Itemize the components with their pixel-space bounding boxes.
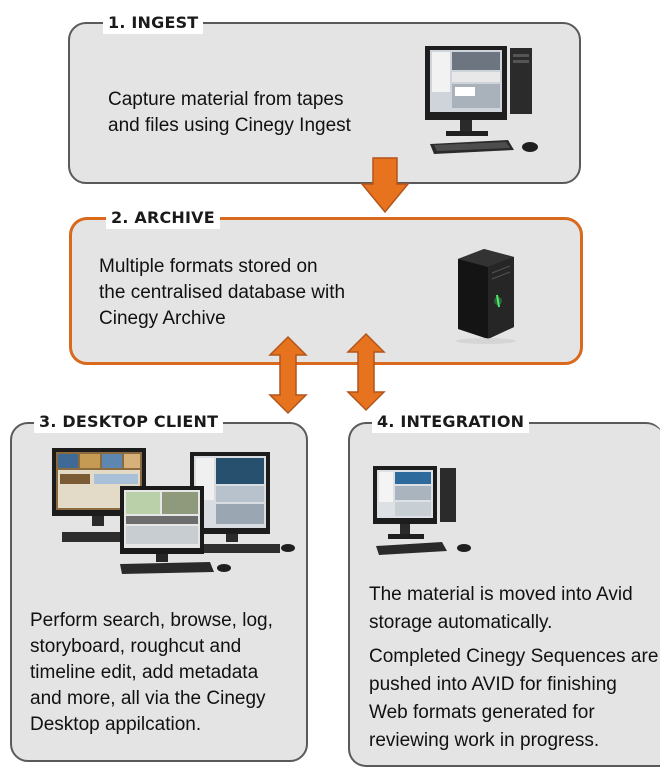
archive-desktop-double-arrow	[268, 335, 308, 415]
integration-line: storage automatically.	[369, 612, 553, 633]
integration-line: pushed into AVID for finishing	[369, 674, 617, 695]
desktop-client-line: storyboard, roughcut and	[30, 636, 242, 657]
desktop-client-line: Desktop appilcation.	[30, 714, 202, 735]
integration-line: Completed Cinegy Sequences are	[369, 646, 659, 667]
desktop-computer-icon	[425, 46, 538, 154]
multiple-workstations-icon	[52, 448, 295, 574]
archive-line: the centralised database with	[99, 282, 346, 303]
desktop-client-line: timeline edit, add metadata	[30, 662, 259, 683]
desktop-client-title: 3. DESKTOP CLIENT	[34, 411, 224, 433]
ingest-to-archive-arrow	[360, 157, 410, 214]
archive-line: Multiple formats stored on	[99, 256, 318, 277]
archive-integration-double-arrow	[346, 332, 386, 412]
archive-title: 2. ARCHIVE	[106, 207, 220, 229]
archive-description: Multiple formats stored on the centralis…	[99, 254, 345, 332]
ingest-description: Capture material from tapes and files us…	[108, 87, 351, 139]
desktop-client-line: and more, all via the Cinegy	[30, 688, 266, 709]
desktop-client-description: Perform search, browse, log, storyboard,…	[30, 608, 273, 738]
ingest-title: 1. INGEST	[103, 12, 204, 34]
integration-line: reviewing work in progress.	[369, 730, 600, 751]
integration-description: The material is moved into Avid storage …	[369, 581, 658, 755]
integration-line: Web formats generated for	[369, 702, 595, 723]
desktop-client-line: Perform search, browse, log,	[30, 610, 273, 631]
archive-line: Cinegy Archive	[99, 308, 226, 329]
ingest-line: and files using Cinegy Ingest	[108, 115, 351, 136]
ingest-line: Capture material from tapes	[108, 89, 344, 110]
integration-title: 4. INTEGRATION	[372, 411, 530, 433]
server-tower-icon	[456, 249, 516, 344]
integration-line: The material is moved into Avid	[369, 584, 633, 605]
desktop-computer-icon	[373, 466, 471, 555]
